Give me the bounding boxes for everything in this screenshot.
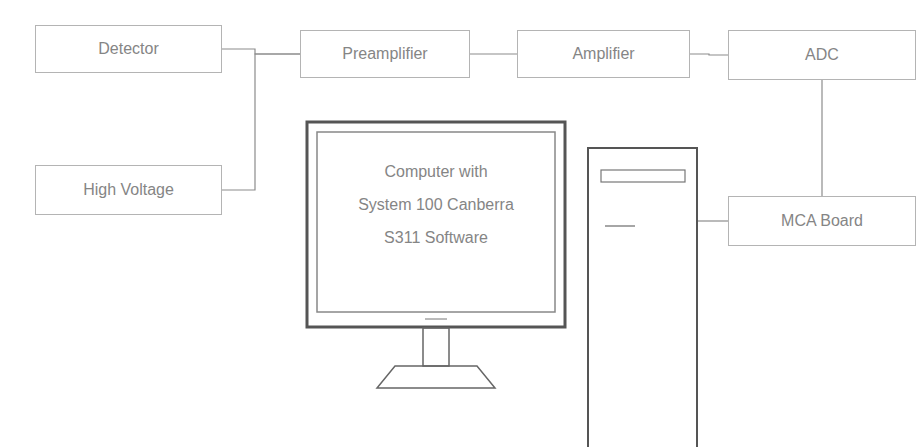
box-label: ADC (805, 45, 839, 64)
screen-text: Computer with System 100 Canberra S311 S… (357, 156, 515, 254)
process-box: High Voltage (35, 165, 222, 215)
monitor-button (425, 319, 447, 320)
connector-line (470, 53, 517, 54)
monitor-frame (307, 122, 565, 327)
box-label: Detector (98, 39, 158, 58)
box-label: MCA Board (781, 211, 863, 230)
process-box: MCA Board (728, 196, 916, 246)
process-box: Preamplifier (300, 30, 470, 78)
tower-mark (605, 225, 635, 227)
computer-figure: Computer with System 100 Canberra S311 S… (305, 120, 697, 447)
drive-slot (601, 170, 685, 182)
box-label: Preamplifier (342, 44, 427, 63)
computer-tower (588, 148, 697, 447)
connector-line (697, 220, 728, 221)
monitor-base (377, 366, 495, 388)
connector-line (222, 49, 300, 54)
monitor-stand (423, 328, 449, 366)
process-box: ADC (728, 30, 916, 80)
computer-illustration (305, 120, 697, 447)
monitor-screen (317, 132, 555, 312)
box-label: Amplifier (572, 44, 634, 63)
connector-line (821, 80, 822, 196)
connector-line (690, 54, 728, 55)
process-box: Detector (35, 25, 222, 73)
process-box: Amplifier (517, 30, 690, 78)
connector-line (222, 54, 300, 190)
box-label: High Voltage (83, 180, 174, 199)
